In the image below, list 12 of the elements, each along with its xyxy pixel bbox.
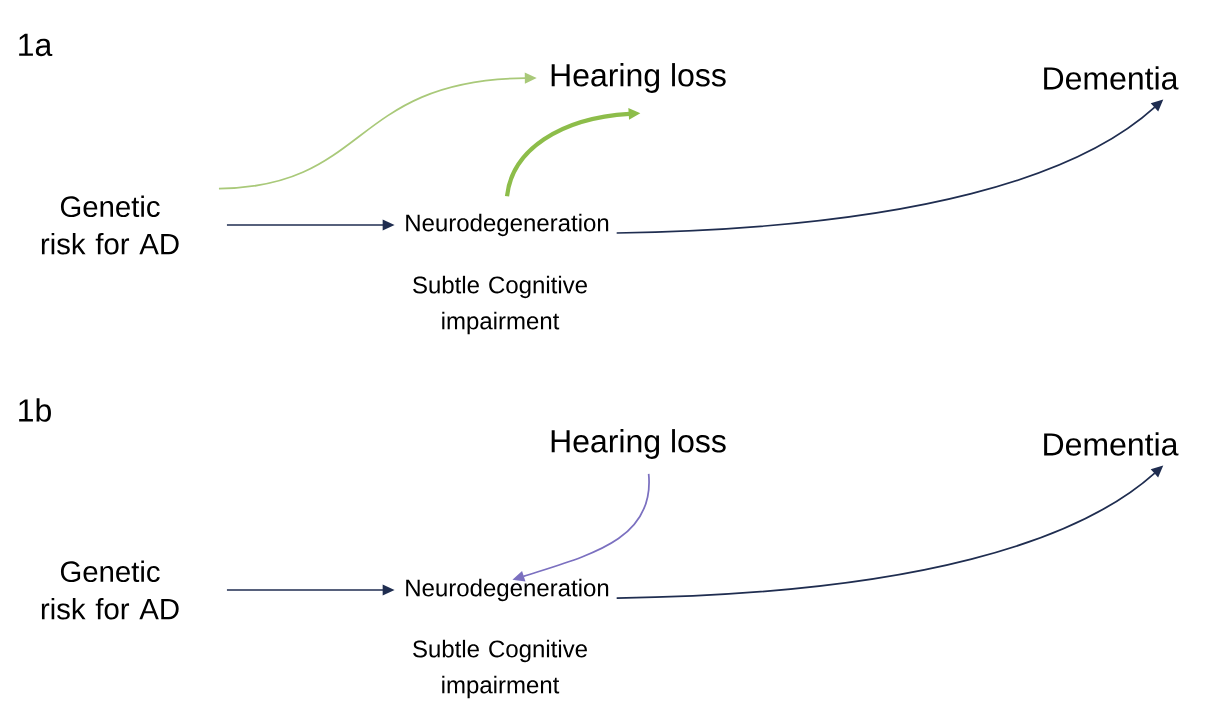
node-label: Genetic risk for AD [41, 195, 179, 255]
node-label: Dementia [1044, 432, 1179, 456]
node-label: Genetic risk for AD [41, 560, 179, 620]
panel-label: 1a [19, 33, 53, 57]
node-label: Neurodegeneration [406, 578, 609, 602]
node-caption: Subtle Cognitive impairment [413, 275, 587, 335]
node-caption: Subtle Cognitive impairment [413, 639, 587, 699]
node-label: Hearing loss [551, 63, 726, 93]
node-label: Hearing loss [551, 429, 726, 459]
node-label: Neurodegeneration [406, 213, 609, 237]
panel-label: 1b [19, 398, 51, 422]
node-label: Dementia [1044, 66, 1179, 90]
